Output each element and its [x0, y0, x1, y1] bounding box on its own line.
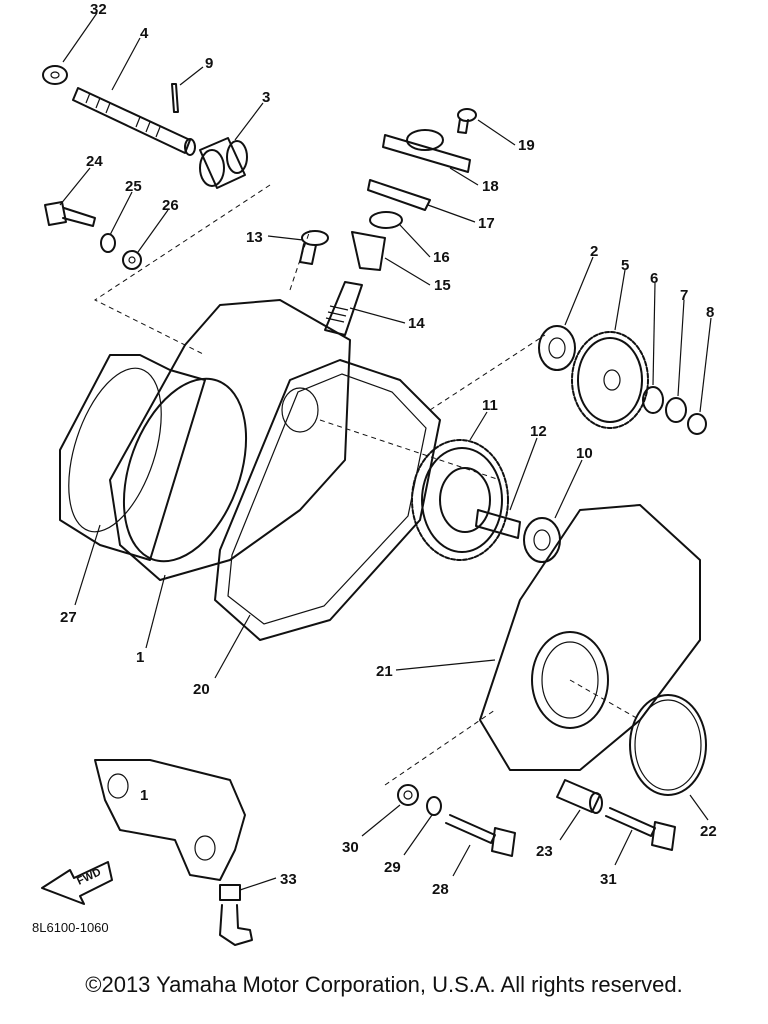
callout-28: 28 [432, 881, 449, 898]
part-12-shaft [475, 509, 521, 539]
part-14-gear-shaft [324, 281, 363, 336]
callout-11: 11 [482, 397, 498, 414]
callout-13: 13 [246, 229, 263, 246]
callout-8: 8 [706, 304, 714, 321]
part-13-screw [299, 230, 329, 265]
callout-21: 21 [376, 663, 393, 680]
part-19-screw [457, 108, 477, 134]
drawing-code: 8L6100-1060 [32, 920, 109, 935]
callout-15: 15 [434, 277, 451, 294]
part-17-gasket [367, 179, 431, 211]
callout-30: 30 [342, 839, 359, 856]
part-9-pin [171, 83, 179, 113]
inset-housing-view [94, 759, 246, 881]
callout-12: 12 [530, 423, 547, 440]
callout-3: 3 [262, 89, 270, 106]
callout-24: 24 [86, 153, 103, 170]
callout-1: 1 [136, 649, 144, 666]
callout-32: 32 [90, 1, 107, 18]
reference-lines [93, 184, 641, 786]
callout-14: 14 [408, 315, 425, 332]
part-20-gasket [214, 359, 441, 641]
part-21-cover [479, 504, 701, 771]
callout-29: 29 [384, 859, 401, 876]
part-25-lock-washer [100, 233, 116, 253]
callout-19: 19 [518, 137, 535, 154]
part-31-bolt [605, 807, 676, 851]
forward-arrow-icon [41, 861, 113, 905]
part-26-washer [122, 250, 142, 270]
callout-5: 5 [621, 257, 629, 274]
part-22-o-ring [629, 694, 707, 796]
part-24-bolt [44, 201, 96, 227]
callout-17: 17 [478, 215, 495, 232]
part-18-housing [382, 129, 471, 173]
leader-lines [59, 12, 712, 891]
part-11-gear [411, 439, 509, 561]
callout-1-inset: 1 [140, 787, 148, 804]
callout-9: 9 [205, 55, 213, 72]
callout-6: 6 [650, 270, 658, 287]
part-7-washer [665, 397, 687, 423]
part-8-nut [687, 413, 707, 435]
part-16-seal [369, 211, 403, 229]
callout-7: 7 [680, 287, 688, 304]
forward-label: FWD [75, 866, 103, 887]
part-32-washer [42, 65, 68, 85]
part-15-bushing [351, 231, 386, 271]
part-1-housing [109, 299, 351, 581]
callout-18: 18 [482, 178, 499, 195]
part-5-sprocket [571, 331, 649, 429]
part-4-shaft [72, 87, 196, 156]
callout-16: 16 [433, 249, 450, 266]
part-6-collar [642, 386, 664, 414]
copyright-notice: ©2013 Yamaha Motor Corporation, U.S.A. A… [85, 972, 683, 997]
part-3-bushing [199, 137, 248, 189]
callout-4: 4 [140, 25, 149, 42]
callout-27: 27 [60, 609, 77, 626]
callout-2: 2 [590, 243, 598, 260]
callout-22: 22 [700, 823, 717, 840]
exploded-view-drawing: FWD 32 4 9 3 [32, 1, 717, 946]
part-33-fitting [219, 884, 253, 946]
callout-25: 25 [125, 178, 142, 195]
callout-10: 10 [576, 445, 593, 462]
callout-33: 33 [280, 871, 297, 888]
part-2-bearing [538, 325, 576, 371]
callout-23: 23 [536, 843, 553, 860]
part-28-bolt [445, 814, 516, 857]
part-29-lock-washer [426, 796, 442, 816]
part-10-bearing [523, 517, 561, 563]
callout-26: 26 [162, 197, 179, 214]
callout-31: 31 [600, 871, 617, 888]
callout-20: 20 [193, 681, 210, 698]
part-27-gasket [59, 354, 206, 561]
part-23-collar [556, 779, 603, 814]
part-30-washer [397, 784, 419, 806]
